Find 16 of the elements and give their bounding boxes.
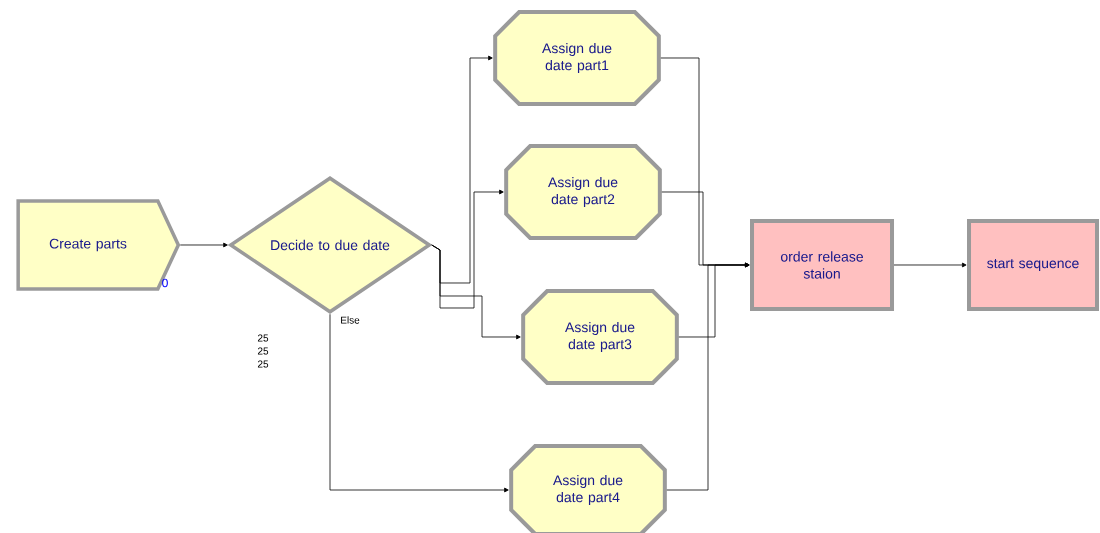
assign-module: Assign due date part4	[509, 444, 667, 533]
value-label: 25	[257, 360, 269, 368]
process-box: order release staion	[750, 219, 894, 311]
value-label: 25	[257, 347, 269, 355]
counter-label: 0	[162, 278, 168, 288]
edge-label: Else	[339, 315, 361, 325]
connector	[666, 262, 750, 491]
assign-module: Assign due date part1	[493, 10, 661, 106]
connector	[893, 262, 967, 268]
connector	[179, 242, 228, 248]
value-label: 25	[257, 334, 269, 342]
connector	[329, 313, 509, 493]
connector	[431, 244, 521, 340]
assign-module: Assign due date part3	[521, 289, 679, 385]
process-box: start sequence	[967, 219, 1099, 311]
assign-module: Assign due date part2	[504, 144, 662, 240]
